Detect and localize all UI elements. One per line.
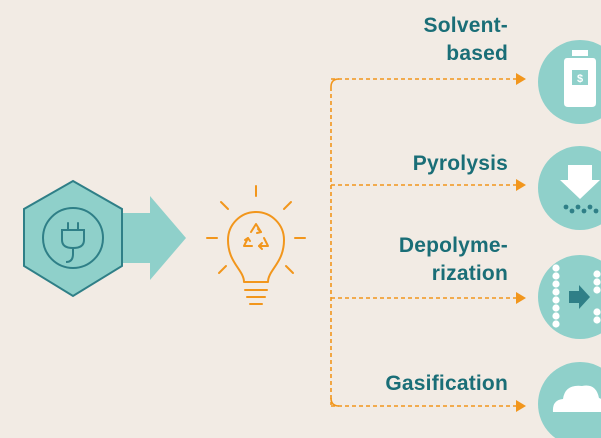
arrow-down-particles-icon [538, 146, 601, 230]
arrowheads [516, 73, 526, 412]
branch-label-solvent-based: Solvent- based [423, 14, 508, 65]
bottle-icon: $ [538, 40, 601, 124]
branch-label-pyrolysis: Pyrolysis [412, 152, 508, 175]
chain-split-icon [538, 255, 601, 339]
connector-lines [330, 78, 516, 407]
svg-text:$: $ [577, 73, 583, 85]
lightbulb-recycle-icon [206, 185, 306, 305]
plug-icon [23, 179, 123, 298]
cloud-icon [538, 362, 601, 438]
branch-label-gasification: Gasification [385, 372, 508, 395]
branch-label-depolymerization: Depolyme- rization [398, 234, 508, 285]
